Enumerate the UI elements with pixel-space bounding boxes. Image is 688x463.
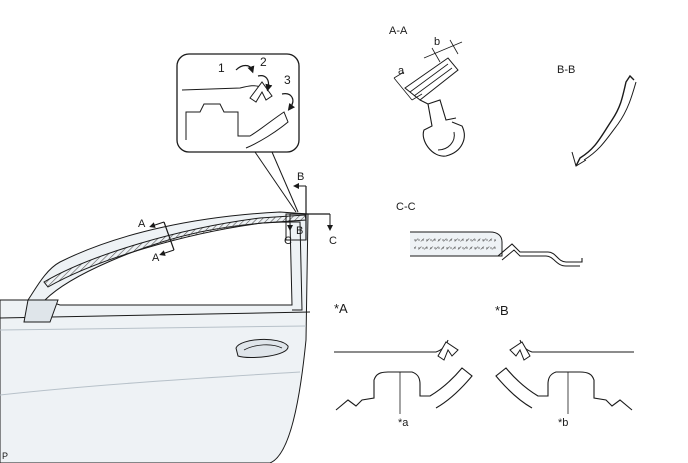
detail-b-title: *B xyxy=(495,303,509,318)
detail-a: *A *a xyxy=(334,301,473,429)
section-mark-b: B B xyxy=(293,171,307,240)
mark-a-bottom: A xyxy=(152,252,160,264)
door-handle xyxy=(235,339,289,359)
detail-a-title: *A xyxy=(334,301,348,316)
section-bb-title: B-B xyxy=(557,64,575,76)
detail-b-point: *b xyxy=(558,417,568,429)
figure-code: P xyxy=(2,451,8,461)
section-bb: B-B xyxy=(557,64,637,167)
mark-b-bottom: B xyxy=(296,225,303,237)
section-aa-dim-b: b xyxy=(434,36,440,48)
detail-a-point: *a xyxy=(398,417,409,429)
callout-step-3: 3 xyxy=(284,73,291,87)
section-aa-dim-a: a xyxy=(398,65,405,77)
section-aa: A-A a b xyxy=(389,25,465,157)
mark-a-top: A xyxy=(138,218,146,230)
callout-step-1: 1 xyxy=(218,61,225,75)
mark-c-right: C xyxy=(329,235,337,247)
section-cc-title: C-C xyxy=(396,201,416,213)
mark-c-left: C xyxy=(284,235,292,247)
removal-callout: 1 2 3 xyxy=(176,53,300,213)
detail-b: *B *b xyxy=(495,303,634,429)
section-mark-c: C C xyxy=(284,213,337,247)
door-illustration xyxy=(0,211,311,463)
section-mark-a: A A xyxy=(138,218,175,264)
callout-step-2: 2 xyxy=(260,55,267,69)
mark-b-top: B xyxy=(297,171,304,183)
section-aa-title: A-A xyxy=(389,25,408,37)
section-cc: C-C xyxy=(396,201,583,267)
